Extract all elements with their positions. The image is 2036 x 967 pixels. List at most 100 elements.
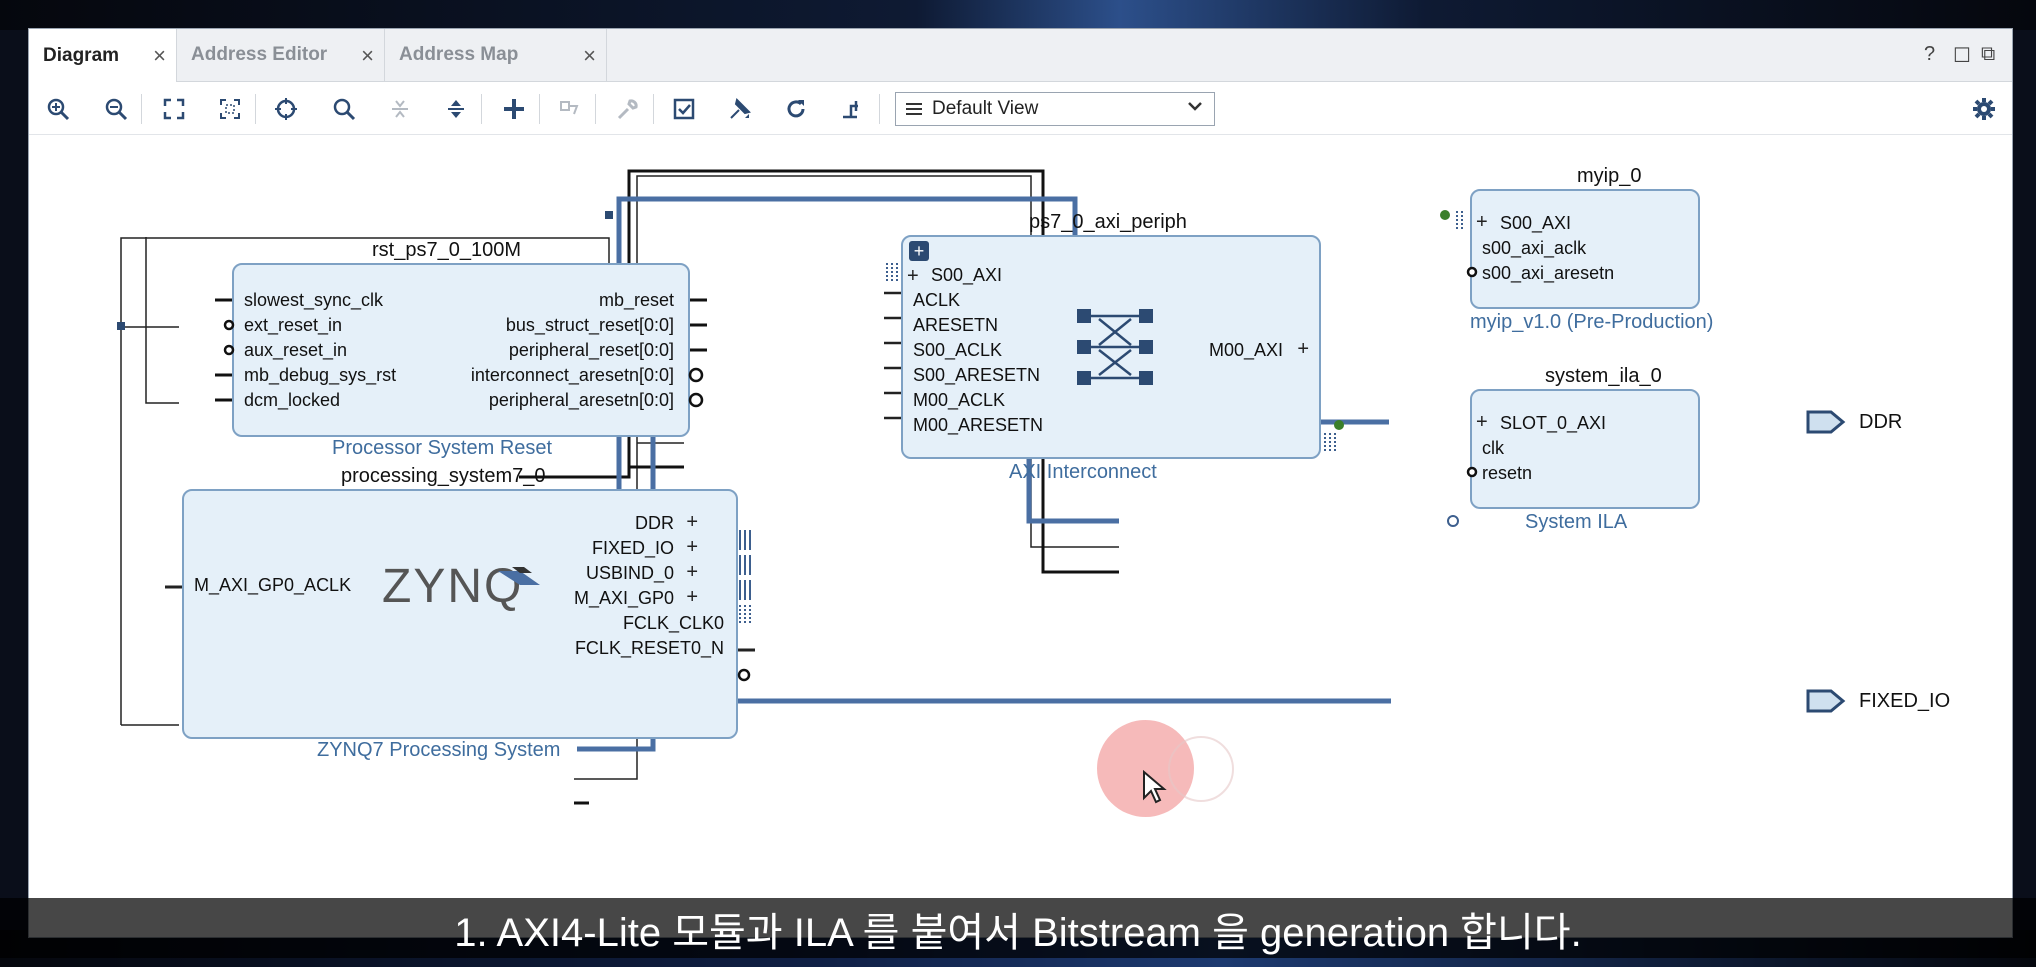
block-subtitle-rst: Processor System Reset xyxy=(332,437,553,459)
pin-myip-s00-axi[interactable]: S00_AXI xyxy=(1500,213,1572,233)
block-subtitle-ila: System ILA xyxy=(1525,511,1628,533)
zynq-logo: ZYNQ xyxy=(382,560,524,613)
pin-aclk[interactable]: ACLK xyxy=(913,290,961,310)
pin-s00-axi[interactable]: S00_AXI xyxy=(931,265,1003,285)
block-subtitle-ps7: ZYNQ7 Processing System xyxy=(317,739,561,761)
expand-pin-icon[interactable]: + xyxy=(686,536,698,558)
tab-bar: Diagram × Address Editor × Address Map ×… xyxy=(29,29,2012,82)
video-caption: 1. AXI4-Lite 모듈과 ILA 를 붙여서 Bitstream 을 g… xyxy=(454,911,1582,955)
block-processing-system7[interactable]: M_AXI_GP0_ACLK ZYNQ DDR FIXED_IO USBIND_… xyxy=(182,489,738,739)
pin-mb-reset[interactable]: mb_reset xyxy=(598,290,674,310)
close-icon[interactable]: × xyxy=(583,43,596,68)
block-axi-interconnect[interactable]: + + S00_AXI ACLK ARESETN S00_ACLK S00_AR… xyxy=(901,235,1321,459)
block-myip[interactable]: + S00_AXI s00_axi_aclk s00_axi_aresetn xyxy=(1470,189,1700,309)
toolbar-separator xyxy=(539,94,540,124)
toolbar-separator xyxy=(141,94,142,124)
pin-aresetn[interactable]: ARESETN xyxy=(913,315,999,335)
expand-pin-icon[interactable]: + xyxy=(1476,211,1488,233)
collapse-icon[interactable] xyxy=(385,94,415,124)
external-ports xyxy=(1806,410,1846,713)
port-fixed-io-arrow-icon xyxy=(1806,689,1846,713)
toolbar-separator xyxy=(595,94,596,124)
pin-myip-s00-axi-aclk[interactable]: s00_axi_aclk xyxy=(1482,238,1587,258)
expand-pin-icon[interactable]: + xyxy=(686,586,698,608)
caption-bar xyxy=(0,898,2036,958)
make-connection-icon[interactable] xyxy=(555,94,585,124)
tab-label: Diagram xyxy=(43,44,120,66)
tab-diagram[interactable]: Diagram × xyxy=(29,29,177,82)
port-ddr-arrow-icon xyxy=(1806,410,1846,434)
pin-mb-debug-sys-rst[interactable]: mb_debug_sys_rst xyxy=(244,365,397,385)
pin-m00-axi[interactable]: M00_AXI xyxy=(1208,340,1283,360)
pin-peripheral-reset[interactable]: peripheral_reset[0:0] xyxy=(508,340,674,360)
maximize-icon[interactable]: ⧉ xyxy=(1981,43,1996,65)
run-automation-icon[interactable] xyxy=(725,94,755,124)
tab-address-editor[interactable]: Address Editor × xyxy=(177,29,385,81)
pin-ila-slot-0-axi[interactable]: SLOT_0_AXI xyxy=(1500,413,1607,433)
click-ripple xyxy=(1168,736,1234,802)
list-icon xyxy=(906,103,922,115)
block-subtitle-myip: myip_v1.0 (Pre-Production) xyxy=(1470,311,1714,333)
toolbar-separator xyxy=(255,94,256,124)
wrench-icon[interactable] xyxy=(613,94,643,124)
pin-ddr[interactable]: DDR xyxy=(635,513,674,533)
pin-peripheral-aresetn[interactable]: peripheral_aresetn[0:0] xyxy=(488,390,674,410)
restore-icon[interactable]: ☐ xyxy=(1953,45,1971,67)
pin-s00-aresetn[interactable]: S00_ARESETN xyxy=(913,365,1041,385)
crossbar-icon xyxy=(1077,309,1153,385)
pin-ext-reset-in[interactable]: ext_reset_in xyxy=(244,315,343,335)
pin-fclk-reset0-n[interactable]: FCLK_RESET0_N xyxy=(574,638,724,658)
pin-interconnect-aresetn[interactable]: interconnect_aresetn[0:0] xyxy=(470,365,674,385)
add-ip-icon[interactable] xyxy=(499,94,529,124)
expand-pin-icon[interactable]: + xyxy=(1297,338,1309,360)
pin-m-axi-gp0[interactable]: M_AXI_GP0 xyxy=(573,588,674,608)
pin-usbind-0[interactable]: USBIND_0 xyxy=(585,563,674,583)
expand-hierarchy-icon[interactable]: + xyxy=(909,241,929,261)
block-rst-ps7[interactable]: slowest_sync_clk ext_reset_in aux_reset_… xyxy=(232,263,690,437)
close-icon[interactable]: × xyxy=(361,43,374,68)
pin-bus-struct-reset[interactable]: bus_struct_reset[0:0] xyxy=(505,315,674,335)
external-port-fixed-io[interactable]: FIXED_IO xyxy=(1859,690,1951,712)
close-icon[interactable]: × xyxy=(153,43,166,68)
toolbar-separator xyxy=(879,94,880,124)
zoom-out-icon[interactable] xyxy=(101,94,131,124)
block-system-ila[interactable]: + SLOT_0_AXI clk resetn xyxy=(1470,389,1700,509)
search-icon[interactable] xyxy=(329,94,359,124)
block-title-ps7: processing_system7_0 xyxy=(341,465,546,487)
diagram-window: Diagram × Address Editor × Address Map ×… xyxy=(28,28,2013,938)
fit-selection-icon[interactable] xyxy=(215,94,245,124)
pin-m00-aclk[interactable]: M00_ACLK xyxy=(913,390,1006,410)
expand-icon[interactable] xyxy=(441,94,471,124)
pin-ila-clk[interactable]: clk xyxy=(1482,438,1504,458)
tab-label: Address Map xyxy=(399,44,519,65)
pin-m00-aresetn[interactable]: M00_ARESETN xyxy=(913,415,1044,435)
pin-slowest-sync-clk[interactable]: slowest_sync_clk xyxy=(244,290,384,310)
help-icon[interactable]: ? xyxy=(1924,43,1936,65)
view-dropdown[interactable]: Default View xyxy=(895,92,1215,126)
diagram-toolbar: Default View xyxy=(29,82,2012,135)
pin-fixed-io[interactable]: FIXED_IO xyxy=(591,538,674,558)
expand-pin-icon[interactable]: + xyxy=(907,265,919,287)
block-design-canvas[interactable]: rst_ps7_0_100M slowest_sync_clk ext_rese… xyxy=(29,135,2012,937)
zoom-in-icon[interactable] xyxy=(43,94,73,124)
pin-myip-s00-axi-aresetn[interactable]: s00_axi_aresetn xyxy=(1482,263,1615,283)
validate-icon[interactable] xyxy=(669,94,699,124)
expand-pin-icon[interactable]: + xyxy=(686,511,698,533)
toolbar-separator xyxy=(481,94,482,124)
block-subtitle-periph: AXI Interconnect xyxy=(1009,461,1157,483)
expand-pin-icon[interactable]: + xyxy=(1476,411,1488,433)
pin-dcm-locked[interactable]: dcm_locked xyxy=(244,390,341,410)
fit-icon[interactable] xyxy=(159,94,189,124)
gear-icon[interactable] xyxy=(1969,94,1999,124)
pin-s00-aclk[interactable]: S00_ACLK xyxy=(913,340,1003,360)
expand-pin-icon[interactable]: + xyxy=(686,561,698,583)
refresh-icon[interactable] xyxy=(781,94,811,124)
pin-ila-resetn[interactable]: resetn xyxy=(1482,463,1533,483)
pin-fclk-clk0[interactable]: FCLK_CLK0 xyxy=(622,613,724,633)
tab-address-map[interactable]: Address Map × xyxy=(385,29,607,81)
pin-aux-reset-in[interactable]: aux_reset_in xyxy=(244,340,348,360)
optimize-routing-icon[interactable] xyxy=(837,94,867,124)
center-icon[interactable] xyxy=(271,94,301,124)
pin-m-axi-gp0-aclk[interactable]: M_AXI_GP0_ACLK xyxy=(194,575,352,595)
external-port-ddr[interactable]: DDR xyxy=(1859,411,1903,433)
